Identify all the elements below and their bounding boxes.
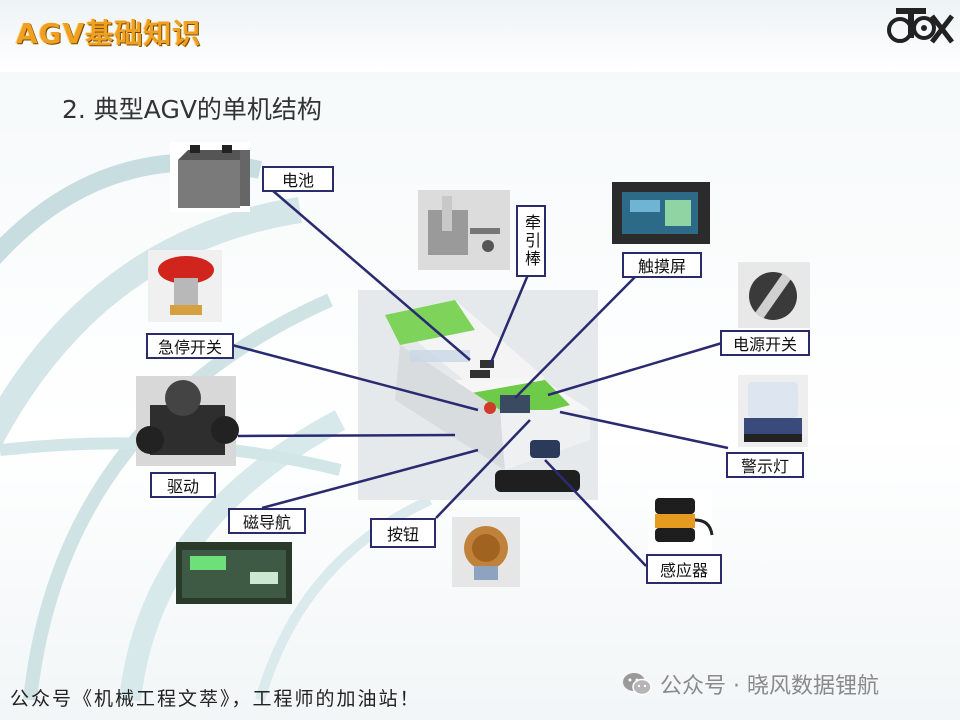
leader-lines bbox=[231, 189, 729, 567]
leader-emergency-stop bbox=[231, 343, 479, 412]
header-band bbox=[0, 0, 960, 72]
leader-button bbox=[435, 419, 531, 519]
label-button: 按钮 bbox=[370, 518, 436, 548]
leader-sensor bbox=[544, 459, 647, 567]
label-warning-light: 警示灯 bbox=[726, 452, 804, 478]
tow-bar-photo bbox=[418, 190, 510, 270]
leader-power-switch bbox=[547, 341, 723, 397]
magnetic-nav-photo bbox=[176, 542, 292, 604]
power-switch-photo bbox=[738, 262, 810, 328]
warning-light-photo bbox=[738, 375, 808, 447]
wechat-icon bbox=[623, 673, 652, 696]
label-drive: 驱动 bbox=[150, 472, 216, 498]
label-sensor: 感应器 bbox=[646, 554, 722, 584]
leader-drive bbox=[237, 433, 456, 438]
header-title: AGV基础知识 bbox=[16, 17, 202, 50]
leader-warning-light bbox=[559, 410, 729, 450]
label-tow-bar: 牵引棒 bbox=[516, 205, 546, 277]
agv-body bbox=[358, 290, 598, 500]
battery-photo bbox=[170, 142, 250, 212]
leader-tow-bar bbox=[488, 269, 532, 366]
leader-magnetic-nav bbox=[261, 448, 479, 510]
footer-watermark: 公众号 · 晓风数据锂航 bbox=[622, 668, 879, 700]
label-emergency-stop: 急停开关 bbox=[146, 333, 234, 359]
label-power-switch: 电源开关 bbox=[720, 330, 810, 356]
label-touch-screen: 触摸屏 bbox=[622, 252, 702, 278]
label-magnetic-nav: 磁导航 bbox=[228, 508, 306, 534]
slide-title: 2. 典型AGV的单机结构 bbox=[62, 95, 322, 124]
button-photo bbox=[452, 517, 520, 587]
touch-screen-photo bbox=[612, 182, 710, 244]
leader-touch-screen bbox=[514, 275, 637, 399]
emergency-stop-photo bbox=[148, 250, 222, 322]
leader-battery bbox=[271, 189, 471, 361]
label-battery: 电池 bbox=[262, 166, 334, 192]
drive-photo bbox=[136, 376, 239, 466]
footer-left-text: 公众号《机械工程文萃》，工程师的加油站！ bbox=[10, 688, 421, 710]
footer-right-text: 公众号 · 晓风数据锂航 bbox=[660, 674, 879, 699]
btx-logo bbox=[887, 8, 954, 44]
sensor-photo bbox=[648, 490, 714, 552]
